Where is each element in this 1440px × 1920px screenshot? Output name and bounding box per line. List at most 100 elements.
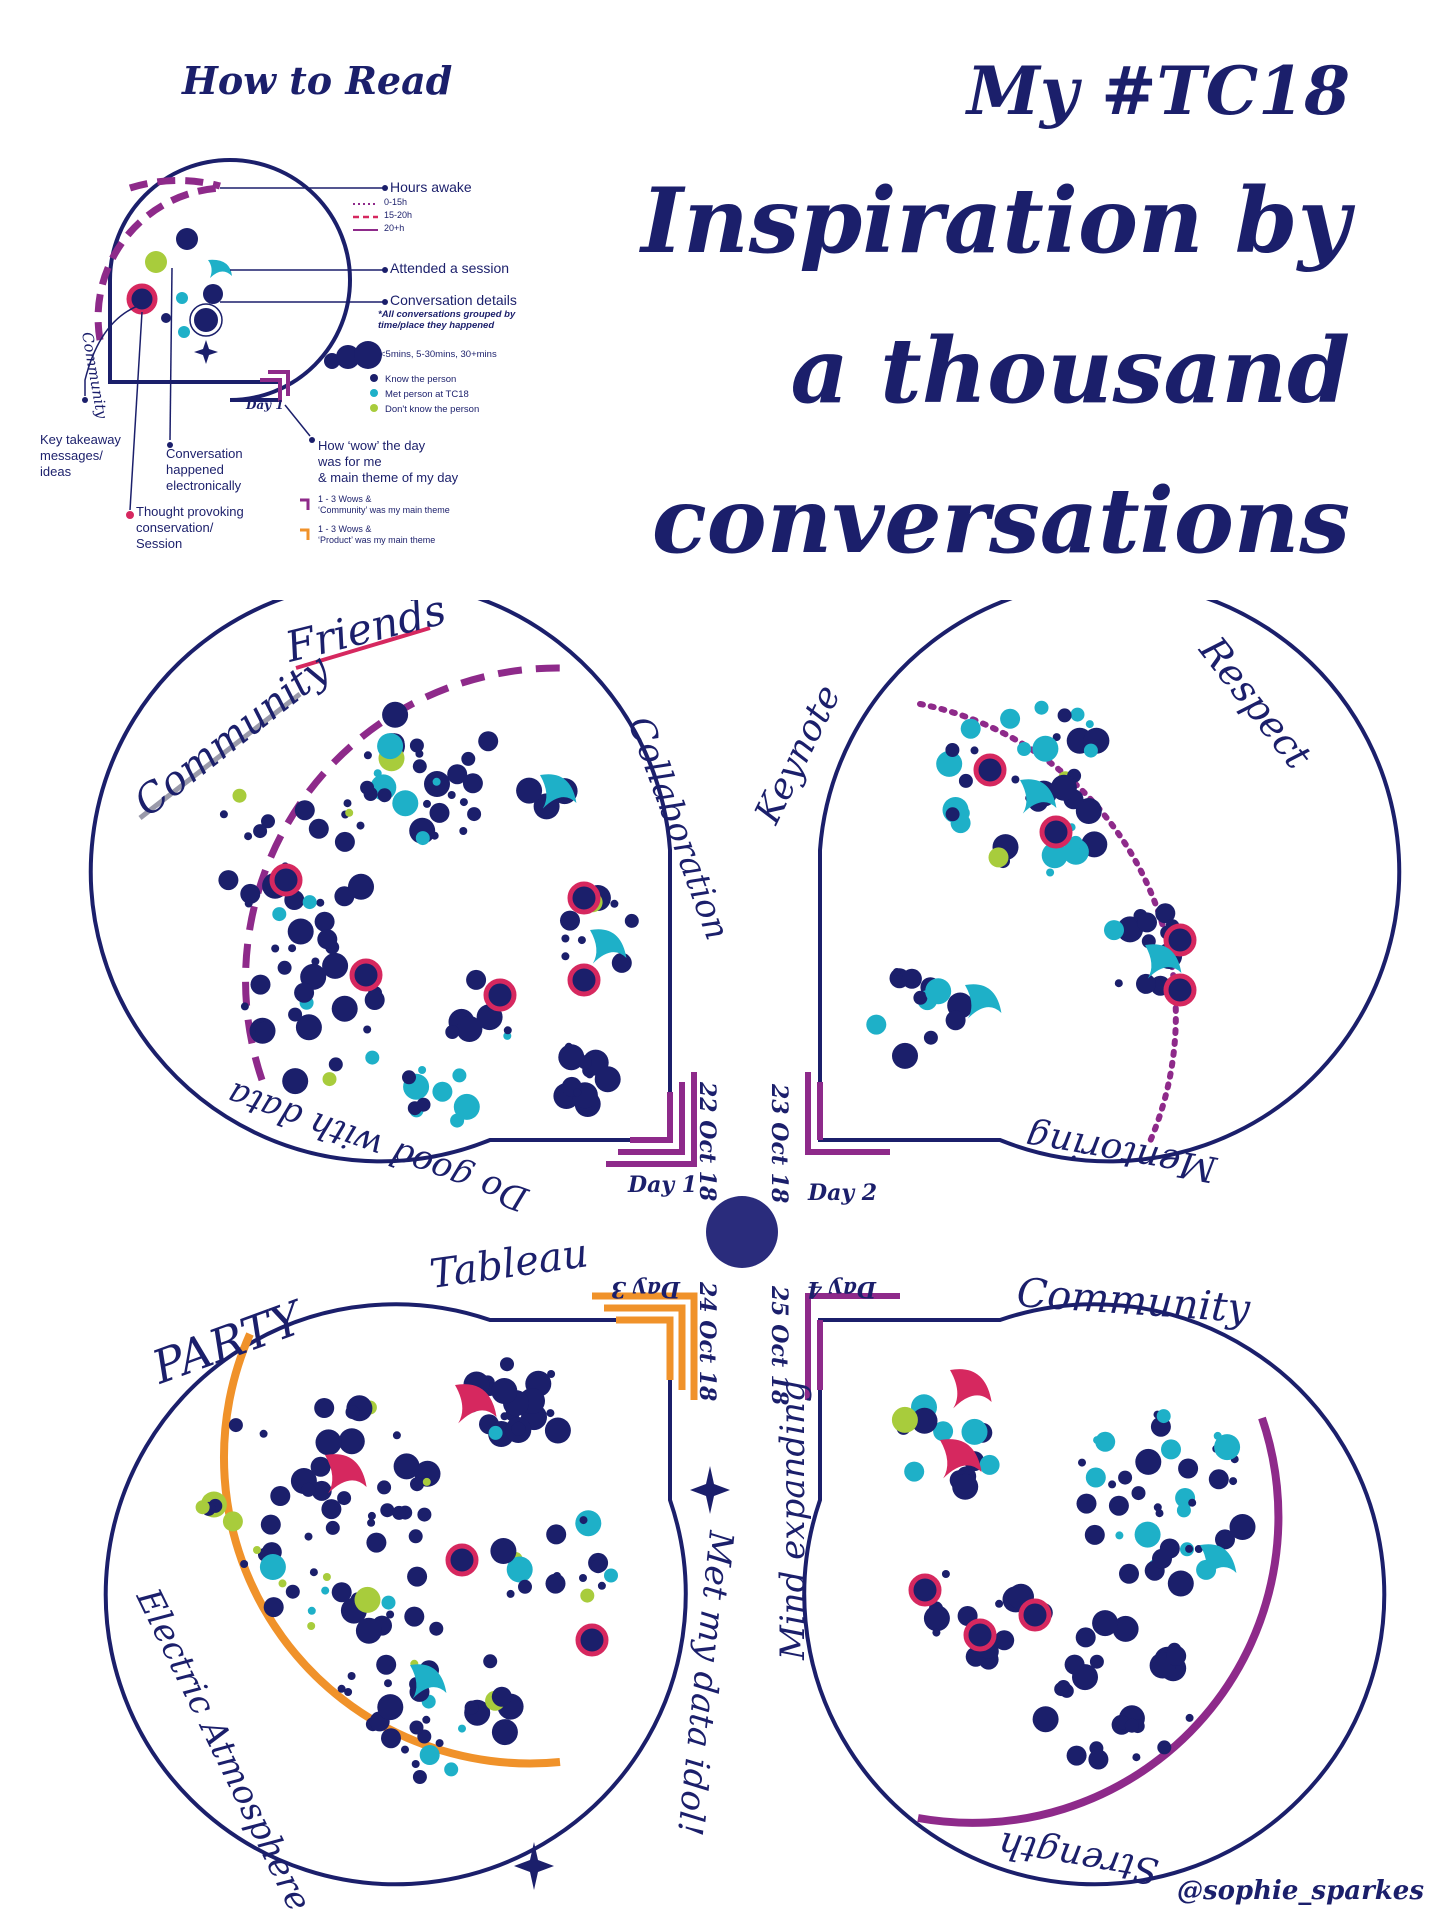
conversation-dot: [1119, 1563, 1139, 1584]
conversation-dot: [278, 1579, 287, 1588]
legend-day1: Day 1: [246, 398, 284, 412]
conversation-dot: [1057, 708, 1072, 723]
conversation-dot: [240, 1002, 249, 1011]
conversation-dot: [1185, 1713, 1194, 1722]
conversation-dot: [415, 831, 430, 846]
conversation-dot: [466, 969, 487, 990]
conversation-dot: [376, 1654, 397, 1675]
conversation-dot: [444, 1762, 459, 1777]
day2-wow-chevron: [805, 1072, 890, 1155]
conversation-dot: [432, 1081, 453, 1102]
day1-word-do-good: Do good with data: [222, 1073, 534, 1219]
conversation-dot: [360, 780, 375, 795]
conversation-dot: [891, 1406, 918, 1433]
conversation-dot: [580, 1588, 595, 1603]
conversation-dot: [995, 1599, 1004, 1608]
conversation-dot: [250, 974, 271, 995]
conversation-dot: [412, 1770, 427, 1784]
thought-provoking-dot: [567, 881, 601, 915]
conversation-dot: [270, 1486, 291, 1506]
conversation-dot: [1017, 742, 1032, 756]
conversation-dot: [941, 1570, 950, 1578]
day4-wow-chevron: [805, 1293, 900, 1400]
conversation-dot: [277, 960, 292, 975]
conversation-dot: [347, 1672, 356, 1680]
conversation-dot: [447, 764, 468, 785]
conversation-dot: [1095, 1431, 1116, 1452]
day2-dots: [866, 700, 1197, 1069]
day3-date: 24 Oct 18: [694, 1281, 720, 1401]
conversation-dot: [575, 1510, 602, 1537]
conversation-dot: [356, 821, 365, 830]
day3-word-tableau: Tableau: [427, 1230, 591, 1298]
conversation-dot: [925, 978, 952, 1005]
conversation-dot: [933, 1421, 954, 1442]
conversation-dot: [1166, 1645, 1187, 1666]
legend-attended: Attended a session: [390, 260, 510, 276]
conversation-dot: [1229, 1514, 1256, 1540]
conversation-dot: [945, 807, 960, 822]
conversation-dot: [377, 1480, 392, 1495]
conversation-dot: [240, 883, 261, 904]
conversation-dot: [988, 847, 1009, 868]
conversation-dot: [408, 1529, 423, 1544]
conversation-dot: [923, 1030, 938, 1045]
legend-key-takeaway: Key takeaway messages/ ideas: [40, 432, 121, 480]
legend-met: Met person at TC18: [385, 389, 469, 400]
conversation-dot: [994, 1630, 1015, 1651]
conversation-dot: [1178, 1458, 1199, 1479]
conversation-dot: [452, 1068, 467, 1083]
conversation-dot: [892, 968, 901, 976]
conversation-dot: [295, 1014, 322, 1041]
thought-provoking-dot: [973, 753, 1007, 787]
conversation-dot: [354, 1586, 381, 1613]
conversation-dot: [412, 759, 427, 774]
day3-label: Day 3: [611, 1276, 681, 1302]
conversation-dot: [302, 895, 317, 910]
conversation-dot: [392, 1431, 401, 1440]
conversation-dot: [1117, 916, 1143, 943]
conversation-dot: [344, 1688, 353, 1696]
conversation-dot: [491, 1378, 518, 1404]
conversation-dot: [1034, 700, 1049, 715]
conversation-dot: [367, 1511, 376, 1520]
conversation-dot: [288, 1007, 303, 1022]
conversation-dot: [419, 1745, 440, 1765]
conversation-dot: [253, 1546, 261, 1554]
title-line-3: a thousand: [790, 318, 1350, 424]
conversation-dot: [272, 907, 287, 922]
conversation-dot: [516, 777, 543, 804]
conversation-dot: [604, 1568, 618, 1583]
thought-provoking-dot: [1039, 815, 1073, 849]
conversation-dot: [1046, 868, 1055, 877]
electronic-conversation-icon: [540, 774, 577, 809]
conversation-dot: [979, 1454, 1000, 1475]
conversation-dot: [345, 1405, 360, 1420]
conversation-dot: [923, 1605, 950, 1632]
legend-conv-line-1: Conversation: [166, 446, 243, 461]
conversation-dot: [561, 952, 570, 961]
conversation-dot: [1054, 1682, 1069, 1697]
conversation-dot: [936, 750, 963, 777]
legend-hours-15-20: 15-20h: [384, 210, 413, 220]
conversation-dot: [1156, 1409, 1171, 1424]
conversation-dot: [911, 1407, 938, 1434]
conversation-dot: [1188, 1498, 1197, 1507]
conversation-dot: [1066, 1745, 1087, 1766]
conversation-dot: [363, 751, 372, 760]
conversation-dot: [1064, 1654, 1085, 1675]
legend-wow-p-line-2: ‘Product’ was my main theme: [318, 535, 436, 545]
conversation-dot: [952, 1473, 979, 1500]
day2-hours-ring: [917, 701, 1179, 1149]
conversation-dot: [1085, 720, 1094, 729]
conversation-dot: [308, 818, 329, 839]
conversation-dot: [1075, 798, 1102, 824]
conversation-dot: [546, 1524, 567, 1545]
legend-conv-line-3: electronically: [166, 478, 242, 493]
conversation-dot: [402, 1070, 416, 1085]
day1-word-community: Community: [126, 645, 339, 826]
conversation-dot: [1185, 1544, 1194, 1553]
center-dot: [706, 1196, 778, 1268]
conversation-dot: [866, 1014, 887, 1035]
conversation-dot: [1000, 708, 1021, 729]
